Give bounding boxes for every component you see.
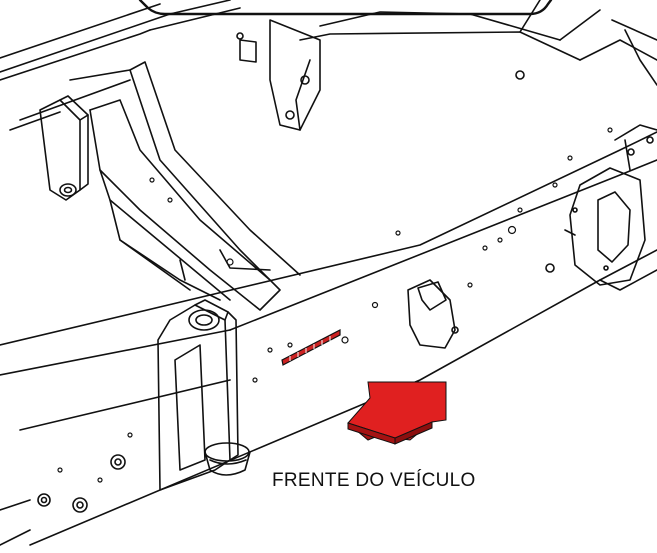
rail-bracket	[407, 279, 459, 349]
direction-arrow-icon	[347, 381, 447, 445]
right-hanger-plate	[564, 124, 657, 286]
front-spring-hanger	[157, 299, 239, 491]
diagonal-crossmember	[69, 61, 301, 311]
frame-bolts	[37, 70, 555, 513]
upper-right-bracket	[236, 19, 321, 131]
bump-stop	[204, 442, 251, 476]
left-hanger-bracket	[39, 95, 89, 201]
front-direction-label: FRENTE DO VEÍCULO	[272, 470, 476, 491]
callout-box-edge	[138, 0, 553, 16]
red-marker-icon	[281, 329, 341, 366]
upper-right-rail	[299, 0, 657, 86]
upper-left-rail	[0, 0, 241, 131]
rivet-holes	[57, 127, 613, 483]
